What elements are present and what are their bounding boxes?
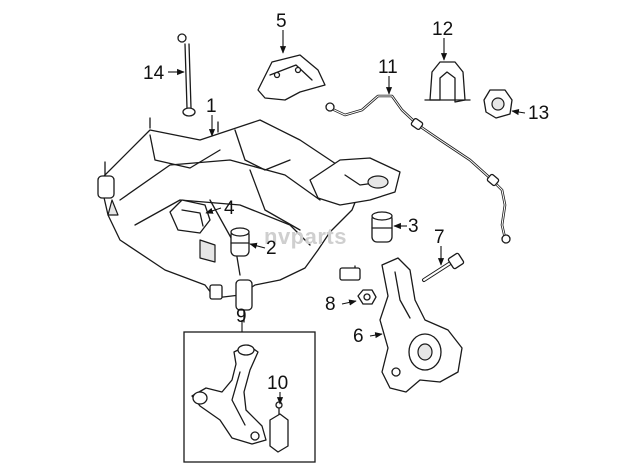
shield-part-5 <box>257 54 326 101</box>
stabilizer-bar-part-11 <box>325 94 511 244</box>
watermark-text: nvparts <box>264 224 347 249</box>
bushing-part-3 <box>371 211 393 243</box>
callout-9: 9 <box>236 306 247 327</box>
control-arm-inset <box>183 331 316 463</box>
callout-8: 8 <box>325 294 336 315</box>
bushing-part-2 <box>230 227 250 257</box>
callout-14: 14 <box>143 63 165 84</box>
callout-7: 7 <box>434 227 445 248</box>
callout-5: 5 <box>276 11 287 32</box>
callout-6: 6 <box>353 326 364 347</box>
callout-1: 1 <box>206 96 217 117</box>
callout-13: 13 <box>528 103 549 124</box>
bushing-part-13 <box>483 89 513 119</box>
callout-12: 12 <box>432 19 453 40</box>
callout-3: 3 <box>408 216 419 237</box>
knuckle-part-6 <box>379 257 463 393</box>
callout-10: 10 <box>267 373 288 394</box>
callout-2: 2 <box>266 238 277 259</box>
bolt-part-7 <box>422 252 465 282</box>
bracket-part-12 <box>424 61 471 103</box>
leader-lines <box>168 30 526 405</box>
crossmember-part-1 <box>97 117 401 323</box>
insulator-part-4 <box>169 199 211 234</box>
callout-4: 4 <box>224 198 235 219</box>
nut-part-8 <box>357 289 377 305</box>
callout-11: 11 <box>378 57 398 78</box>
stabilizer-link-part-14 <box>177 33 196 117</box>
